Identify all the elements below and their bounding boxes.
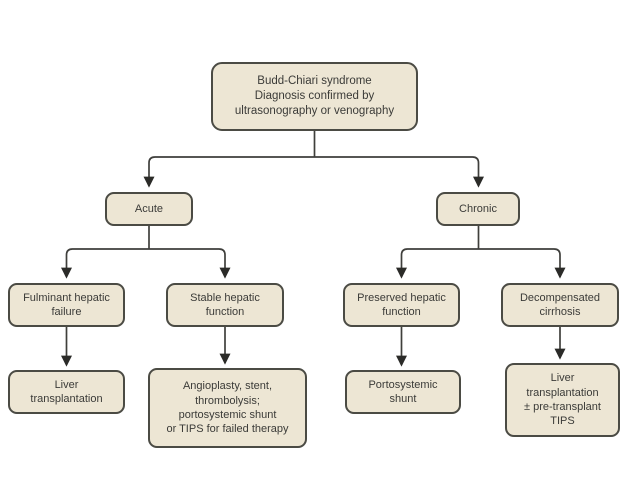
edge-root-chronic [314, 156, 485, 188]
node-stable-hepatic-function: Stable hepatic function [166, 283, 284, 327]
node-acute: Acute [105, 192, 193, 226]
node-fulminant-hepatic-failure: Fulminant hepatic failure [8, 283, 125, 327]
node-chronic: Chronic [436, 192, 520, 226]
edge-chronic-decompensated [478, 248, 566, 279]
node-liver-transplantation-pretransplant-tips: Liver transplantation ± pre-transplant T… [505, 363, 620, 437]
node-angioplasty-stent-thrombolysis: Angioplasty, stent, thrombolysis; portos… [148, 368, 307, 448]
edge-root-acute [143, 156, 315, 188]
edge-acute-stable [149, 248, 231, 279]
edge-chronic-preserved [395, 248, 479, 279]
node-liver-transplantation: Liver transplantation [8, 370, 125, 414]
node-portosystemic-shunt: Portosystemic shunt [345, 370, 461, 414]
node-budd-chiari-diagnosis: Budd-Chiari syndrome Diagnosis confirmed… [211, 62, 418, 131]
node-decompensated-cirrhosis: Decompensated cirrhosis [501, 283, 619, 327]
node-preserved-hepatic-function: Preserved hepatic function [343, 283, 460, 327]
edge-acute-fulminant [60, 248, 149, 279]
